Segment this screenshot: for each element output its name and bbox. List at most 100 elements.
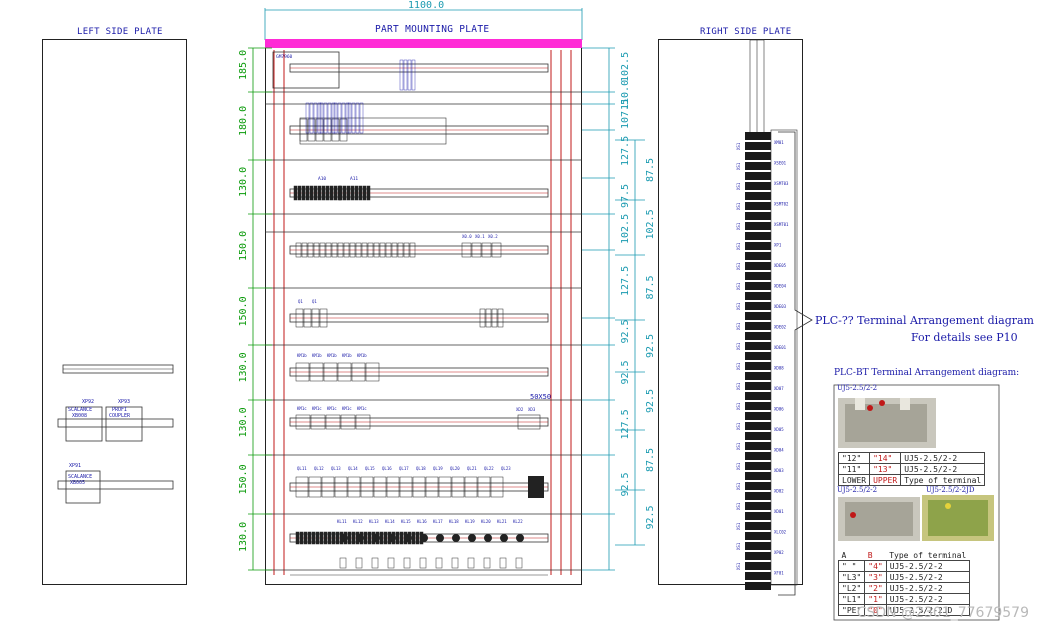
contactor	[388, 534, 396, 542]
right-dimension-columns: 102.5110.0107.5127.597.5102.5127.592.592…	[582, 47, 656, 571]
table-cell: " "	[837, 560, 866, 572]
terminal-block-image-1	[838, 398, 936, 448]
xs-left-label: XS1	[736, 262, 741, 270]
kl-label: KL16	[417, 519, 427, 524]
k-label: KM1b	[327, 353, 337, 358]
k-label: KM1c	[357, 406, 367, 411]
tag-strip	[355, 102, 360, 134]
fuse	[467, 557, 475, 569]
terminal-block	[471, 242, 482, 258]
fuse	[387, 557, 395, 569]
terminal-block	[355, 414, 371, 430]
terminal-block	[411, 531, 416, 545]
terminal	[745, 512, 771, 520]
xs-left-label: XS1	[736, 442, 741, 450]
terminal	[745, 292, 771, 300]
table-cell: "L1"	[837, 593, 866, 605]
terminal-block	[403, 242, 410, 258]
terminal	[745, 412, 771, 420]
ql-label: QL21	[467, 466, 477, 471]
terminal-block	[343, 242, 350, 258]
xs-left-label: XS1	[736, 362, 741, 370]
xs-right-label: XSMT02	[774, 202, 789, 207]
uj-label-2: UJ5-2.5/2-2	[837, 486, 878, 494]
terminal-block	[295, 242, 302, 258]
terminal-block	[303, 308, 312, 328]
k-label: KM1c	[327, 406, 337, 411]
right-dimension: 127.5	[620, 266, 631, 296]
fuse	[515, 557, 523, 569]
xs-left-label: XS1	[736, 162, 741, 170]
tag-strip	[337, 102, 342, 134]
terminal	[745, 152, 771, 160]
q-label: Q1	[298, 299, 303, 304]
terminal-block	[349, 242, 356, 258]
terminal-block	[325, 242, 332, 258]
ql-label: QL23	[501, 466, 511, 471]
right-dimension-2: 92.5	[645, 334, 656, 358]
table-cell: "4"	[864, 560, 887, 572]
terminal	[745, 582, 771, 590]
terminal-block	[319, 242, 326, 258]
terminal	[745, 202, 771, 210]
terminal-block	[361, 242, 368, 258]
table-row: " " "4" UJ5-2.5/2-2	[837, 560, 970, 572]
terminal-block	[464, 476, 478, 498]
terminal-block	[331, 242, 338, 258]
ql-label: QL14	[348, 466, 358, 471]
right-dimension: 127.5	[620, 136, 631, 166]
terminal	[745, 182, 771, 190]
ql-label: QL19	[433, 466, 443, 471]
right-dimension-2: 87.5	[645, 275, 656, 299]
terminal-block	[310, 414, 326, 430]
row-dimension: 150.0	[238, 231, 249, 261]
tag-strip	[345, 102, 350, 134]
tag-strip	[317, 102, 322, 134]
contactor	[404, 534, 412, 542]
terminal-block	[491, 242, 502, 258]
contactor	[484, 534, 492, 542]
terminal-block	[477, 476, 491, 498]
contactor	[468, 534, 476, 542]
tag-strip	[411, 59, 416, 91]
fuse	[499, 557, 507, 569]
table-header: B	[867, 550, 873, 560]
xp93-label: XP93	[118, 399, 130, 405]
table-cell: "L3"	[837, 571, 866, 583]
terminal	[745, 332, 771, 340]
xs-left-label: XS1	[736, 222, 741, 230]
contactor	[516, 534, 524, 542]
left-side-plate	[42, 39, 187, 585]
kl-label: KL18	[449, 519, 459, 524]
terminal-block	[327, 531, 332, 545]
k-label: KM1b	[312, 353, 322, 358]
terminal-block	[346, 185, 351, 201]
row-dimension: 185.0	[238, 50, 249, 80]
terminal-block	[307, 118, 316, 142]
terminal-block	[295, 476, 309, 498]
xs-left-label: XS1	[736, 462, 741, 470]
left-plate-title: LEFT SIDE PLATE	[77, 27, 163, 37]
plc-label: X0.1	[475, 234, 485, 239]
terminal-block	[323, 531, 328, 545]
terminal-block	[379, 531, 384, 545]
terminal-block	[311, 531, 316, 545]
xs-right-label: XD02	[774, 489, 784, 494]
right-side-plate	[658, 39, 803, 585]
xs-left-label: XS1	[736, 402, 741, 410]
table-cell: "11"	[837, 463, 871, 475]
left-plate-rails: XP92 XP93 SCALANCE XB008 PROFI COUPLER X…	[57, 364, 174, 504]
terminal-block	[395, 531, 400, 545]
terminal-block	[365, 362, 380, 382]
table-cell: "12"	[837, 452, 871, 464]
coupler-label: COUPLER	[109, 413, 131, 419]
terminal-block	[363, 531, 368, 545]
xs-right-label: XD01	[774, 509, 784, 514]
terminal-block	[309, 362, 324, 382]
contactor	[356, 534, 364, 542]
terminal-block	[315, 531, 320, 545]
tag-strip	[399, 59, 404, 91]
table-row: LOWER UPPER Type of terminal	[837, 474, 986, 486]
